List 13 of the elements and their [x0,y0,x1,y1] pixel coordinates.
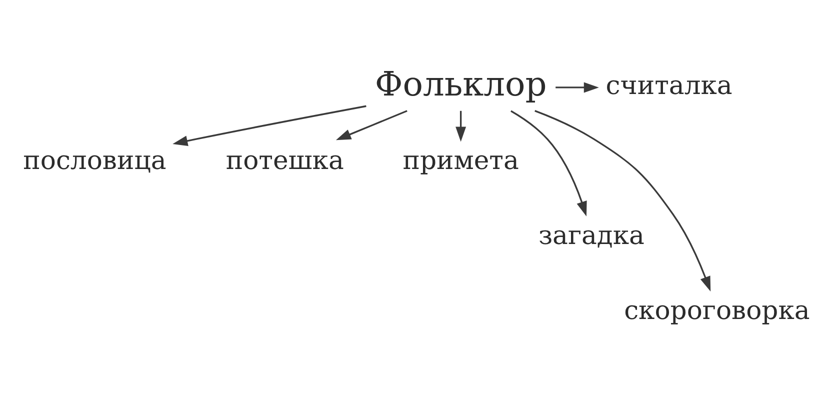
node-text: потешка [226,146,344,176]
arrow [510,110,587,216]
node-text: пословица [23,146,166,176]
node-text: считалка [606,70,732,101]
arrow [336,110,408,140]
node-text: примета [402,146,519,176]
node-text: Фольклор [374,64,547,104]
arrow [172,105,366,146]
arrow [556,82,599,93]
arrow [534,110,711,292]
node-text: загадка [538,220,644,251]
arrow [456,110,466,142]
node-text: скороговорка [624,296,810,326]
